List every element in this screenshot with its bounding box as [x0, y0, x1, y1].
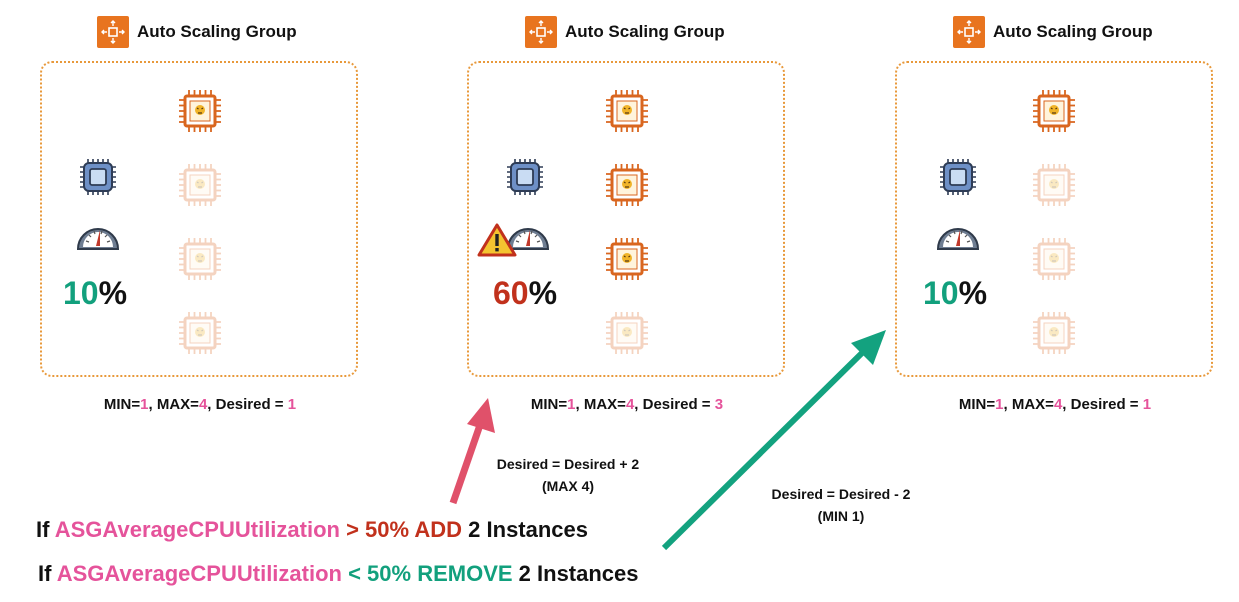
max-value: 4	[198, 396, 208, 413]
scale-in-formula: Desired = Desired - 2	[771, 486, 911, 502]
auto-scaling-icon	[525, 16, 557, 48]
ec2-instance-icon	[1031, 310, 1077, 356]
cpu-percentage-3: 10%	[923, 275, 987, 312]
ec2-instance-icon	[177, 310, 223, 356]
max-value: 4	[1053, 396, 1063, 413]
asg-title: Auto Scaling Group	[993, 22, 1153, 41]
auto-scaling-icon	[97, 16, 129, 48]
cpu-icon	[507, 159, 543, 195]
cpu-percentage-2: 60%	[493, 275, 557, 312]
cpu-icon	[80, 159, 116, 195]
cpu-unit: %	[958, 275, 988, 311]
instance-column-2	[604, 88, 650, 358]
gauge-icon	[936, 228, 980, 250]
scale-in-arrow	[661, 330, 886, 551]
min-value: 1	[567, 396, 576, 413]
asg-group-2	[467, 61, 785, 377]
max-label: , MAX=	[575, 396, 626, 413]
min-label: MIN=	[103, 396, 141, 413]
ec2-instance-icon	[177, 88, 223, 134]
cpu-unit: %	[528, 275, 558, 311]
cpu-icon	[940, 159, 976, 195]
instance-column-3	[1031, 88, 1077, 358]
capacity-settings-3: MIN=1, MAX=4, Desired = 1	[875, 396, 1235, 413]
rule-condition: < 50% REMOVE	[341, 561, 513, 586]
asg-header-3: Auto Scaling Group	[953, 16, 1153, 48]
min-value: 1	[140, 396, 149, 413]
scale-in-rule: If ASGAverageCPUUtilization < 50% REMOVE…	[38, 561, 639, 587]
cpu-unit: %	[98, 275, 128, 311]
asg-header-1: Auto Scaling Group	[97, 16, 297, 48]
ec2-instance-icon	[177, 236, 223, 282]
min-value: 1	[995, 396, 1004, 413]
cpu-value: 60	[493, 275, 529, 311]
asg-group-3	[895, 61, 1213, 377]
desired-value: 1	[1142, 396, 1152, 413]
max-value: 4	[625, 396, 635, 413]
gauge-icon	[506, 228, 550, 250]
rule-if: If	[38, 561, 57, 586]
asg-group-1	[40, 61, 358, 377]
asg-header-2: Auto Scaling Group	[525, 16, 725, 48]
cpu-value: 10	[63, 275, 99, 311]
desired-label: , Desired =	[207, 396, 288, 413]
max-label: , MAX=	[148, 396, 199, 413]
rule-metric: ASGAverageCPUUtilization	[56, 561, 342, 586]
desired-value: 1	[287, 396, 297, 413]
scale-in-note: Desired = Desired - 2 (MIN 1)	[746, 483, 936, 527]
rule-metric: ASGAverageCPUUtilization	[54, 517, 340, 542]
capacity-settings-2: MIN=1, MAX=4, Desired = 3	[447, 396, 807, 413]
ec2-instance-icon	[1031, 88, 1077, 134]
cpu-value: 10	[923, 275, 959, 311]
rule-action: 2 Instances	[462, 517, 589, 542]
scale-out-limit: (MAX 4)	[541, 478, 595, 494]
rule-if: If	[36, 517, 55, 542]
rule-condition: > 50% ADD	[339, 517, 463, 542]
rule-action: 2 Instances	[512, 561, 639, 586]
ec2-instance-icon	[177, 162, 223, 208]
asg-title: Auto Scaling Group	[565, 22, 725, 41]
scale-out-note: Desired = Desired + 2 (MAX 4)	[478, 453, 658, 497]
auto-scaling-icon	[953, 16, 985, 48]
gauge-icon	[76, 228, 120, 250]
ec2-instance-icon	[604, 236, 650, 282]
max-label: , MAX=	[1003, 396, 1054, 413]
ec2-instance-icon	[604, 88, 650, 134]
ec2-instance-icon	[604, 310, 650, 356]
scale-out-rule: If ASGAverageCPUUtilization > 50% ADD 2 …	[36, 517, 588, 543]
asg-title: Auto Scaling Group	[137, 22, 297, 41]
desired-label: , Desired =	[634, 396, 715, 413]
desired-label: , Desired =	[1062, 396, 1143, 413]
min-label: MIN=	[958, 396, 996, 413]
cpu-percentage-1: 10%	[63, 275, 127, 312]
desired-value: 3	[714, 396, 724, 413]
min-label: MIN=	[530, 396, 568, 413]
capacity-settings-1: MIN=1, MAX=4, Desired = 1	[20, 396, 380, 413]
ec2-instance-icon	[1031, 162, 1077, 208]
ec2-instance-icon	[1031, 236, 1077, 282]
instance-column-1	[177, 88, 223, 358]
ec2-instance-icon	[604, 162, 650, 208]
scale-out-formula: Desired = Desired + 2	[496, 456, 640, 472]
scale-out-arrow	[449, 398, 495, 505]
warning-icon	[477, 223, 517, 257]
scale-in-limit: (MIN 1)	[817, 508, 865, 524]
